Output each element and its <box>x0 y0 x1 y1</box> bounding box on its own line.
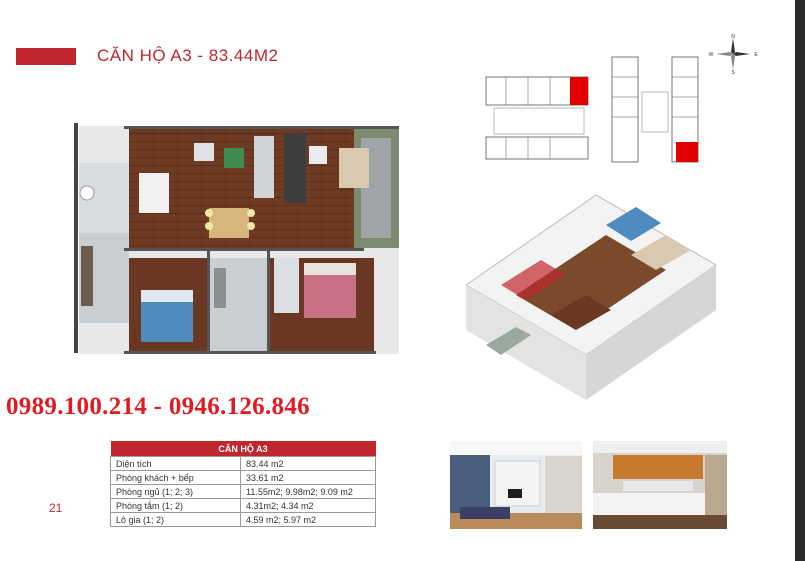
table-row: Lô gia (1; 2)4.59 m2; 5.97 m2 <box>110 512 376 527</box>
spec-table-header: CĂN HỘ A3 <box>110 441 376 457</box>
isometric-3d-view-image <box>465 194 717 400</box>
spec-value: 4.59 m2; 5.97 m2 <box>240 512 376 527</box>
title-accent-bar <box>16 48 76 65</box>
spec-value: 4.31m2; 4.34 m2 <box>240 498 376 513</box>
spec-label: Phòng ngủ (1; 2; 3) <box>110 484 241 499</box>
compass-west-label: W <box>709 52 714 58</box>
living-room-photo <box>450 441 582 529</box>
spec-label: Phòng tắm (1; 2) <box>110 498 241 513</box>
contact-phone-numbers: 0989.100.214 - 0946.126.846 <box>6 393 310 420</box>
page-edge-shadow <box>795 0 805 561</box>
building-key-plan-left <box>485 76 589 160</box>
table-row: Phòng tắm (1; 2)4.31m2; 4.34 m2 <box>110 498 376 513</box>
spec-value: 33.61 m2 <box>240 470 376 485</box>
page-title: CĂN HỘ A3 - 83.44M2 <box>97 46 279 65</box>
compass-east-label: E <box>754 52 758 58</box>
compass-rose-icon: N E W S <box>709 34 759 74</box>
kitchen-photo <box>593 441 727 529</box>
building-key-plan-right <box>611 56 699 163</box>
page-number: 21 <box>49 501 63 515</box>
table-row: Phòng ngủ (1; 2; 3)11.55m2; 9.98m2; 9.09… <box>110 484 376 499</box>
compass-south-label: S <box>731 70 735 74</box>
spec-value: 83.44 m2 <box>240 456 376 471</box>
spec-label: Phòng khách + bếp <box>110 470 241 485</box>
spec-value: 11.55m2; 9.98m2; 9.09 m2 <box>240 484 376 499</box>
spec-label: Lô gia (1; 2) <box>110 512 241 527</box>
spec-label: Diện tích <box>110 456 241 471</box>
compass-north-label: N <box>731 34 735 40</box>
floor-plan-image <box>74 123 399 354</box>
